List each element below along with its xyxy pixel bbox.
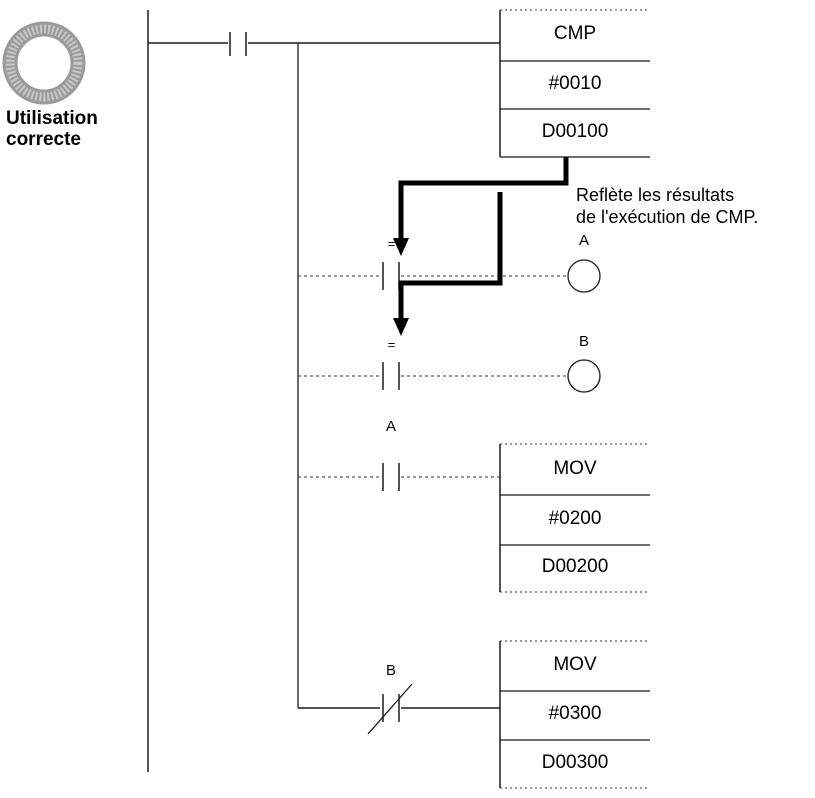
- result-flow-arrows: [393, 157, 569, 336]
- correct-circle-icon: [2, 21, 86, 105]
- rung-1: [148, 32, 500, 56]
- correct-usage-label: Utilisation correcte: [6, 108, 156, 150]
- mov-block-2-frame: [499, 640, 650, 789]
- rung-mov-1: [298, 463, 500, 491]
- rung-coil-b: [298, 359, 601, 393]
- cmp-operand-1: #0010: [548, 73, 602, 94]
- rung-coil-a: [298, 259, 601, 293]
- coil-a-label: A: [578, 232, 589, 249]
- mov-block-1-frame: [499, 443, 650, 593]
- coil-b-label: B: [578, 333, 589, 350]
- badge-line-2: correcte: [6, 129, 81, 150]
- mov-1-operand-2: D00200: [541, 556, 609, 577]
- mov-1-operand-1: #0200: [548, 508, 602, 529]
- cmp-result-annotation: Reflète les résultats de l'exécution de …: [576, 184, 758, 228]
- annotation-line-2: de l'exécution de CMP.: [576, 207, 759, 227]
- mov-2-instruction: MOV: [553, 654, 597, 675]
- arrow-path-2: [398, 192, 503, 320]
- annotation-line-1: Reflète les résultats: [576, 185, 735, 205]
- cmp-operand-2: D00100: [541, 121, 609, 142]
- equals-symbol-1: =: [387, 236, 396, 251]
- contact-b-label: B: [385, 662, 396, 679]
- arrow-head-1: [393, 238, 409, 256]
- arrow-head-2: [393, 318, 409, 336]
- coil-a-circle: [567, 259, 601, 293]
- mov-1-instruction: MOV: [553, 458, 597, 479]
- rung-mov-2: [298, 683, 500, 735]
- mov-2-operand-2: D00300: [541, 752, 609, 773]
- mov-2-operand-1: #0300: [548, 703, 602, 724]
- coil-b-circle: [567, 359, 601, 393]
- nc-contact-slash: [367, 683, 413, 735]
- arrow-path-1: [398, 157, 569, 240]
- contact-a-label: A: [385, 418, 396, 435]
- equals-symbol-2: =: [387, 337, 396, 352]
- cmp-block-frame: [499, 9, 650, 158]
- cmp-instruction: CMP: [553, 23, 597, 44]
- badge-line-1: Utilisation: [6, 108, 98, 129]
